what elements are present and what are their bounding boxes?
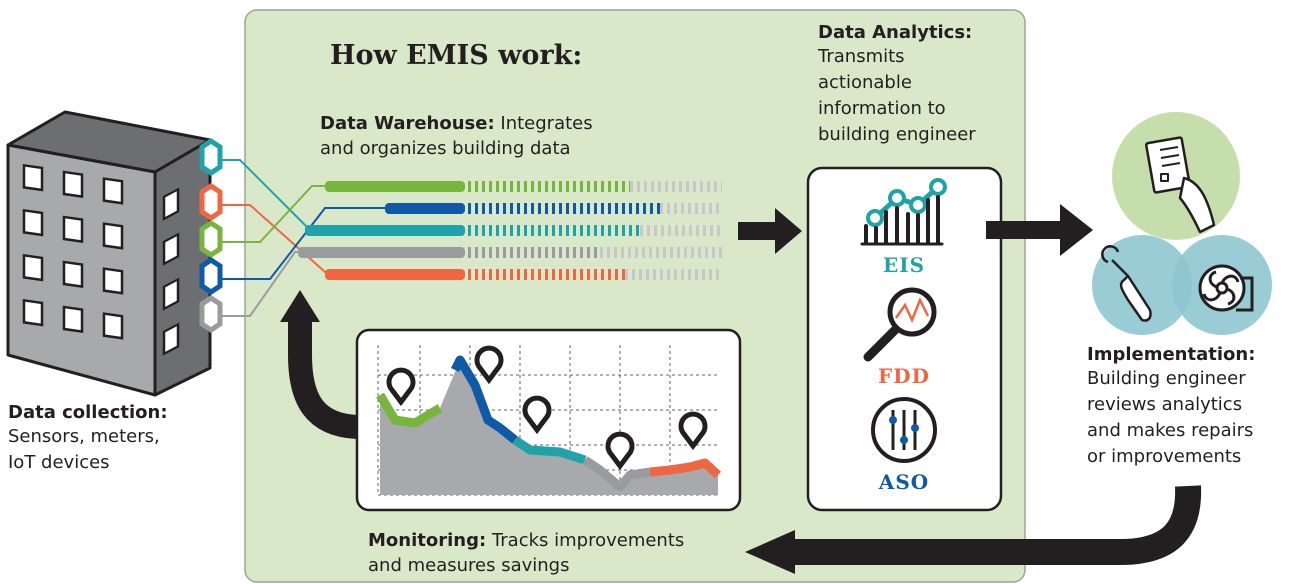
arrow-to-monitoring xyxy=(745,530,795,574)
chart-growth-icon xyxy=(860,178,947,246)
data-collection-line: Sensors, meters, xyxy=(8,426,160,447)
data-collection-line: IoT devices xyxy=(8,452,110,473)
data-warehouse-heading: Data Warehouse: Integrates xyxy=(320,113,593,135)
implementation-line: Building engineer xyxy=(1087,368,1246,389)
arrow-to-implementation xyxy=(986,204,1093,256)
location-pin-icon xyxy=(386,345,708,471)
bar-orange-solid xyxy=(325,269,465,280)
data-analytics-line: information to xyxy=(818,98,946,119)
sensor-hexagon-orange xyxy=(199,182,223,222)
data-analytics-line: Transmits xyxy=(818,46,905,67)
arrow-feedback-path xyxy=(288,320,359,439)
sensor-hexagons xyxy=(199,137,223,334)
page-title: How EMIS work: xyxy=(330,40,583,71)
data-analytics-block: Data Analytics: Transmits actionable inf… xyxy=(818,22,976,148)
data-warehouse-label: Data Warehouse: xyxy=(320,113,495,134)
monitoring-text2: and measures savings xyxy=(368,555,570,576)
bar-green-solid xyxy=(325,181,465,192)
sliders-icon xyxy=(871,397,937,463)
data-warehouse-text2: and organizes building data xyxy=(320,138,571,159)
fan-icon xyxy=(1198,264,1254,312)
monitoring-heading: Monitoring: Tracks improvements xyxy=(368,530,684,552)
arrow-return-path xyxy=(790,485,1202,565)
building-icon xyxy=(6,110,212,397)
magnifier-icon xyxy=(863,287,937,362)
implementation-line: reviews analytics xyxy=(1087,394,1243,415)
implementation-label: Implementation: xyxy=(1087,344,1256,365)
aso-label: ASO xyxy=(878,470,930,494)
data-analytics-label: Data Analytics: xyxy=(818,22,973,43)
monitoring-area xyxy=(380,360,718,495)
data-collection-block: Data collection: Sensors, meters, IoT de… xyxy=(8,402,168,476)
data-warehouse-text1: Integrates xyxy=(500,113,593,134)
bar-blue-solid xyxy=(385,203,465,214)
wrench-hand-icon xyxy=(1101,245,1152,322)
monitoring-label: Monitoring: xyxy=(368,530,487,551)
sensor-hexagon-teal xyxy=(199,137,223,177)
arrow-to-analytics xyxy=(738,208,802,254)
fdd-label: FDD xyxy=(878,364,930,388)
sensor-hexagon-gray xyxy=(199,294,223,334)
implementation-block: Implementation: Building engineer review… xyxy=(1087,344,1255,470)
data-collection-label: Data collection: xyxy=(8,402,168,423)
analytics-box xyxy=(806,166,1003,512)
sensor-hexagon-green xyxy=(199,219,223,259)
warehouse-bars xyxy=(298,181,722,280)
checklist-hand-icon xyxy=(1144,136,1216,234)
implementation-line: or improvements xyxy=(1087,446,1242,467)
data-analytics-line: actionable xyxy=(818,72,912,93)
bar-gray-solid xyxy=(298,247,465,258)
arrow-to-warehouse xyxy=(280,290,320,322)
bar-teal-solid xyxy=(305,225,465,236)
sensor-hexagon-blue xyxy=(199,256,223,296)
eis-label: EIS xyxy=(882,253,926,277)
implementation-line: and makes repairs xyxy=(1087,420,1254,441)
monitoring-text1: Tracks improvements xyxy=(491,530,685,551)
data-analytics-line: building engineer xyxy=(818,124,976,145)
